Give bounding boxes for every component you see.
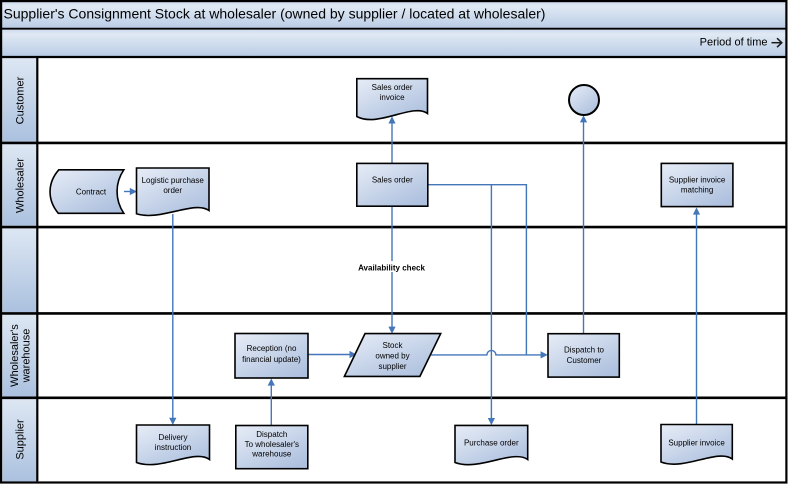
svg-text:supplier: supplier: [378, 362, 406, 371]
svg-text:warehouse: warehouse: [251, 450, 292, 459]
svg-text:Sales order: Sales order: [372, 175, 413, 184]
svg-text:order: order: [163, 186, 182, 195]
svg-text:Contract: Contract: [76, 187, 107, 196]
svg-text:Sales order: Sales order: [372, 83, 413, 92]
svg-text:Dispatch: Dispatch: [256, 430, 287, 439]
svg-text:Supplier invoice: Supplier invoice: [669, 176, 726, 185]
svg-text:Customer: Customer: [15, 76, 27, 124]
svg-text:Wholesaler's: Wholesaler's: [9, 324, 21, 387]
svg-text:owned by: owned by: [375, 352, 409, 361]
svg-text:Period of time: Period of time: [700, 37, 768, 49]
svg-text:financial update): financial update): [242, 355, 301, 364]
svg-text:warehouse: warehouse: [21, 329, 33, 384]
svg-text:Supplier invoice: Supplier invoice: [668, 438, 725, 447]
svg-text:Delivery: Delivery: [159, 433, 188, 442]
svg-text:Dispatch to: Dispatch to: [564, 345, 605, 354]
svg-text:Stock: Stock: [382, 341, 403, 350]
svg-text:Customer: Customer: [567, 356, 602, 365]
svg-text:Logistic purchase: Logistic purchase: [142, 176, 205, 185]
svg-text:To wholesaler's: To wholesaler's: [245, 440, 299, 449]
svg-text:instruction: instruction: [155, 443, 191, 452]
svg-text:Supplier: Supplier: [15, 419, 27, 460]
svg-text:invoice: invoice: [380, 93, 405, 102]
svg-text:Reception (no: Reception (no: [247, 344, 297, 353]
svg-text:Availability check: Availability check: [358, 264, 425, 273]
svg-text:Wholesaler: Wholesaler: [15, 158, 27, 213]
svg-text:Purchase order: Purchase order: [464, 439, 519, 448]
svg-text:Supplier's Consignment Stock a: Supplier's Consignment Stock at wholesal…: [4, 5, 546, 21]
svg-text:matching: matching: [681, 185, 713, 194]
